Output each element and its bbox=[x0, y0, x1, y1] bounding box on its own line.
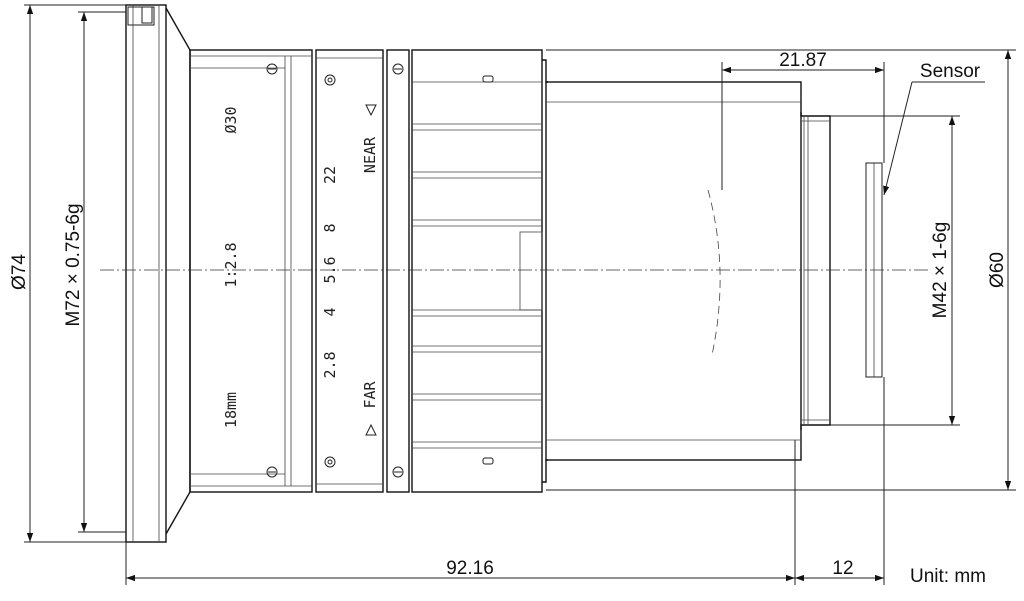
f-stop-8: 8 bbox=[321, 223, 339, 232]
aperture-barrel bbox=[189, 49, 313, 493]
flange-distance-label: 21.87 bbox=[779, 50, 827, 71]
screw-bottom-right bbox=[392, 466, 404, 478]
aperture-ring bbox=[315, 49, 384, 493]
near-arrow-icon bbox=[365, 104, 377, 117]
screw-top-right bbox=[392, 63, 404, 75]
focal-length-engraving: 18mm bbox=[222, 392, 240, 428]
aperture-engraving: 1:2.8 bbox=[222, 242, 240, 287]
far-arrow-icon bbox=[365, 423, 377, 436]
dim-total-length: 92.16 bbox=[125, 440, 796, 585]
mount-length-label: 12 bbox=[832, 558, 853, 579]
near-label: NEAR bbox=[361, 136, 379, 173]
grip-slot-bottom bbox=[482, 457, 494, 465]
screw-bottom-left bbox=[266, 466, 278, 478]
f-stop-4: 4 bbox=[321, 307, 339, 316]
focus-grip bbox=[411, 49, 543, 493]
front-thread-label: M72 × 0.75-6g bbox=[63, 203, 84, 326]
sensor-label: Sensor bbox=[920, 61, 981, 82]
rear-barrel bbox=[545, 81, 802, 461]
dim-front-thread: M72 × 0.75-6g bbox=[63, 11, 126, 533]
mount-diameter-label: Ø60 bbox=[987, 252, 1008, 288]
f-stop-5-6: 5.6 bbox=[321, 256, 339, 283]
grip-slot-top bbox=[482, 75, 494, 83]
ring-marker-bottom bbox=[324, 456, 336, 468]
grip-ribs bbox=[412, 81, 542, 449]
total-length-label: 92.16 bbox=[446, 558, 494, 579]
dim-mount-thread: M42 × 1-6g bbox=[830, 115, 960, 426]
dim-mount-diameter: Ø60 bbox=[546, 49, 1016, 491]
ring-marker-top bbox=[324, 74, 336, 86]
focus-collar bbox=[386, 49, 410, 493]
mount bbox=[800, 112, 831, 430]
screw-top-left bbox=[266, 63, 278, 75]
mount-thread-label: M42 × 1-6g bbox=[930, 222, 951, 319]
sensor-callout: Sensor bbox=[883, 61, 985, 196]
dim-mount-length: 12 bbox=[795, 377, 885, 585]
front-taper bbox=[165, 7, 191, 535]
front-ring bbox=[125, 4, 167, 543]
dim-outer-diameter: Ø74 bbox=[9, 4, 126, 543]
filter-engraving: Ø30 bbox=[222, 106, 240, 133]
engravings: Ø30 1:2.8 18mm 22 8 5.6 4 2.8 NEAR FAR bbox=[222, 104, 379, 436]
f-stop-22: 22 bbox=[321, 166, 339, 184]
lens-body bbox=[125, 4, 883, 543]
unit-label: Unit: mm bbox=[910, 566, 986, 587]
f-stop-2-8: 2.8 bbox=[321, 351, 339, 378]
dim-flange-distance: 21.87 bbox=[721, 50, 885, 190]
outer-diameter-label: Ø74 bbox=[9, 254, 30, 290]
far-label: FAR bbox=[361, 380, 379, 408]
front-ring-notch bbox=[127, 6, 155, 26]
